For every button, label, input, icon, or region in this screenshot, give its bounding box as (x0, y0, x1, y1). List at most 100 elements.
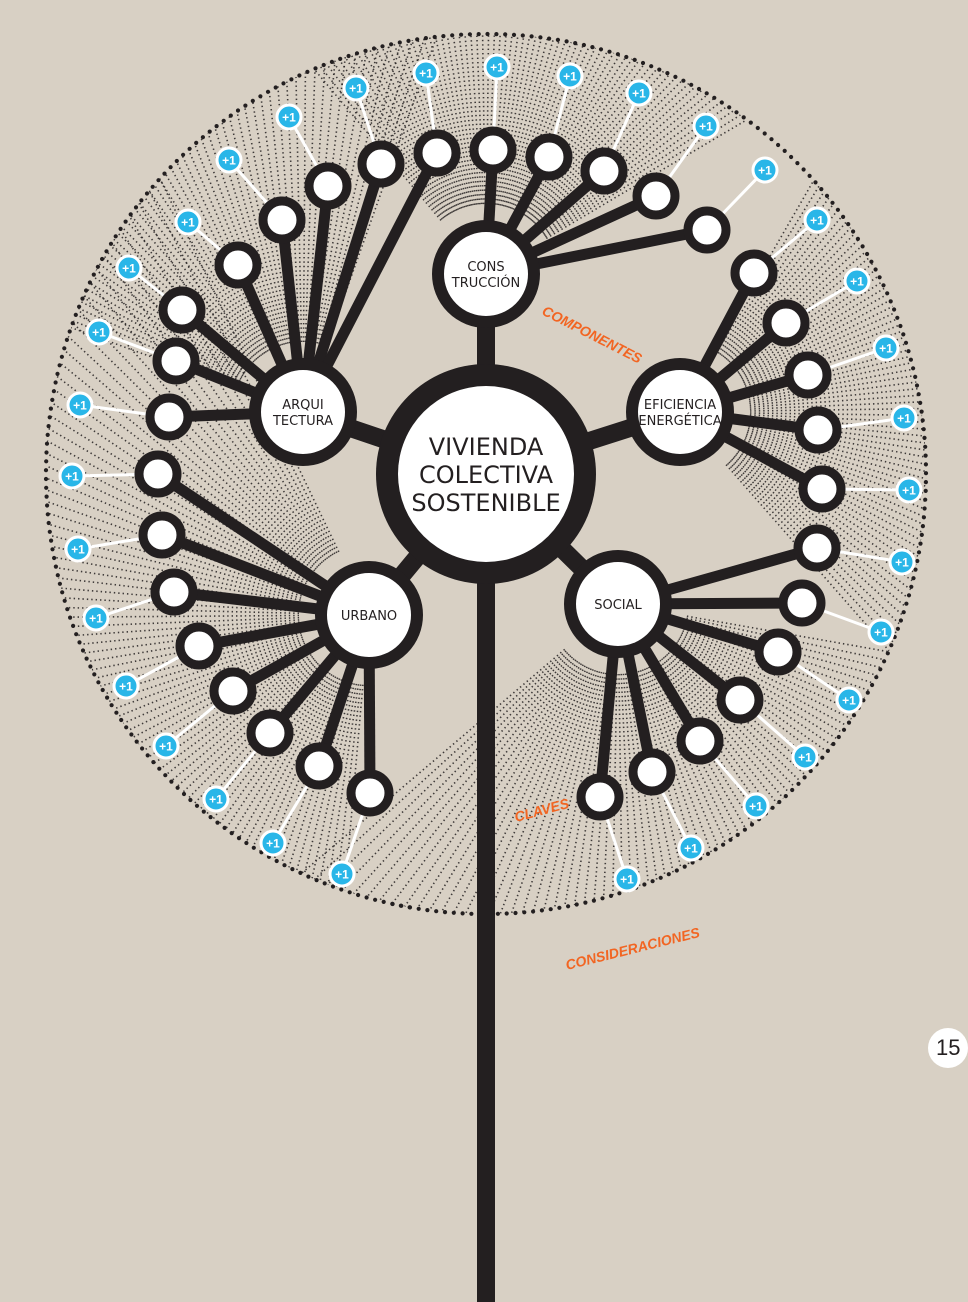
ring-dot (469, 911, 474, 916)
ring-dot (46, 520, 51, 526)
dotted-ray (727, 227, 852, 362)
badge-label: +1 (850, 275, 864, 289)
center-label: VIVIENDA (429, 433, 544, 461)
leaf-node (683, 206, 731, 254)
leaf-node (794, 406, 842, 454)
plus-one-badge: +1 (174, 208, 202, 236)
plus-one-badge: +1 (275, 103, 303, 131)
dotted-ray (69, 614, 300, 618)
ring-dot (389, 42, 394, 47)
ring-dot (60, 590, 65, 595)
ring-dot (476, 31, 481, 37)
ring-dot (100, 256, 105, 262)
ring-dot (298, 870, 303, 876)
dotted-ray (749, 394, 919, 408)
ring-dot (600, 896, 605, 901)
ring-dot (48, 406, 54, 411)
ring-dot (869, 259, 874, 264)
dotted-ray (221, 121, 285, 345)
ring-dot (873, 267, 878, 272)
ring-dot (321, 62, 326, 68)
dotted-ray (365, 656, 574, 899)
ring-dot (813, 180, 818, 185)
dotted-ray (682, 630, 861, 706)
plus-one-badge: +1 (328, 860, 356, 888)
dotted-ray (45, 465, 306, 587)
dotted-ray (678, 638, 843, 734)
ring-dot (105, 695, 110, 700)
plus-one-badge: +1 (215, 146, 243, 174)
dotted-ray (325, 36, 438, 347)
badge-label: +1 (419, 67, 433, 81)
ring-dot (215, 820, 220, 825)
ring-dot (590, 45, 595, 50)
ring-dot (901, 610, 906, 615)
ring-dot (62, 346, 67, 351)
ring-dot (790, 787, 795, 793)
dotted-ray (302, 72, 307, 343)
badge-label: +1 (490, 61, 504, 75)
hub-label: CONS (467, 260, 504, 275)
ring-dot (624, 54, 629, 60)
ring-dot (124, 725, 129, 730)
plus-one-badge: +1 (895, 476, 923, 504)
ring-dot (513, 910, 518, 916)
dotted-ray (231, 673, 333, 835)
ring-dot (923, 453, 928, 458)
badge-label: +1 (122, 262, 136, 276)
dotted-ray (749, 381, 917, 404)
dotted-ray (680, 634, 852, 720)
componentes-label: COMPONENTES (540, 302, 646, 366)
ring-dot (728, 837, 733, 842)
ring-dot (881, 283, 886, 288)
badge-label: +1 (266, 837, 280, 851)
ring-dot (55, 573, 60, 578)
leaf-node (357, 140, 405, 188)
dotted-ray (524, 58, 633, 217)
dotted-ray (511, 43, 578, 210)
ring-dot (282, 863, 287, 868)
leaf-node (295, 742, 343, 790)
ring-dot (617, 891, 622, 896)
page-number: 15 (928, 1028, 968, 1068)
ring-dot (608, 893, 614, 899)
dotted-ray (148, 652, 311, 758)
ring-dot (903, 340, 909, 345)
plus-one-badge: +1 (692, 112, 720, 140)
ring-dot (43, 468, 49, 473)
dotted-ray (72, 322, 320, 567)
ring-dot (356, 892, 361, 898)
leaf-nodes (134, 126, 846, 821)
ring-dot (658, 875, 663, 880)
badge-label: +1 (798, 751, 812, 765)
ring-dot (73, 312, 78, 317)
ring-dot (919, 532, 924, 538)
ring-dot (494, 31, 499, 37)
dotted-ray (641, 669, 712, 853)
plus-one-badge: +1 (803, 206, 831, 234)
dotted-ray (113, 638, 304, 710)
claves-label: CLAVES (513, 795, 572, 825)
dotted-ray (541, 97, 715, 232)
dotted-ray (620, 673, 632, 890)
ring-dot (251, 845, 256, 850)
dotted-ray (332, 61, 446, 218)
dotted-ray (109, 636, 303, 703)
ring-dot (851, 713, 857, 718)
ring-dot (851, 229, 856, 234)
dotted-ray (507, 40, 567, 208)
dotted-ray (441, 664, 584, 913)
badge-label: +1 (895, 556, 909, 570)
ring-dot (47, 529, 52, 534)
dotted-ray (399, 42, 463, 209)
ring-dot (906, 349, 911, 354)
dotted-ray (46, 440, 308, 583)
badge-label: +1 (563, 70, 577, 84)
ring-dot (581, 42, 587, 48)
ring-dot (65, 607, 70, 612)
ring-dot (742, 827, 748, 832)
ring-dot (144, 191, 150, 196)
ring-dot (45, 503, 50, 508)
badge-label: +1 (758, 164, 772, 178)
